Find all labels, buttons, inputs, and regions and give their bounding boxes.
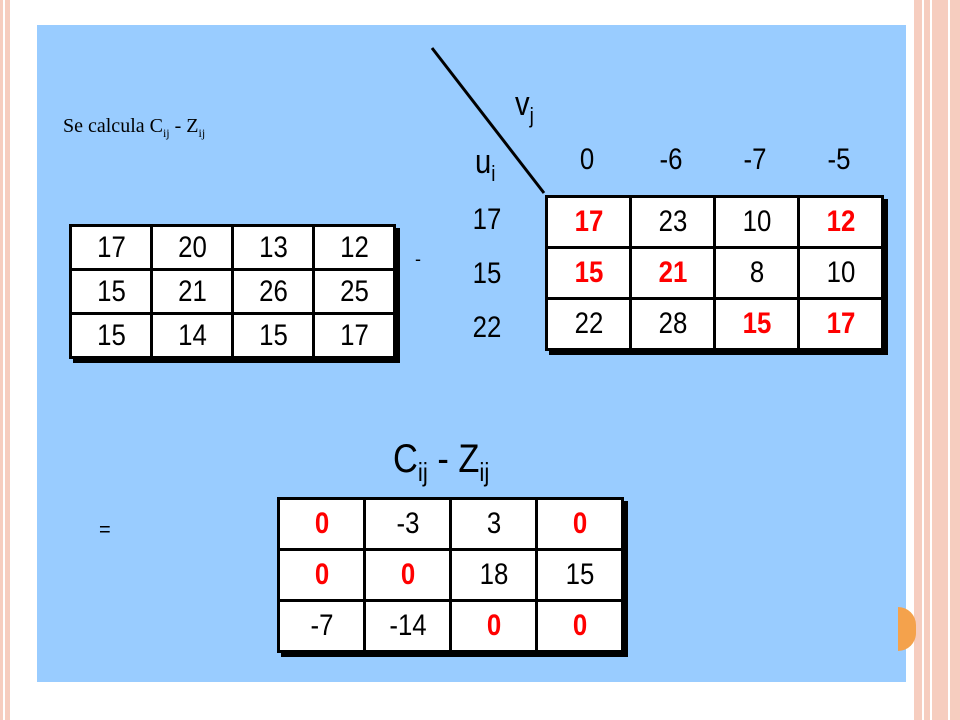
v-value: -6 bbox=[659, 143, 683, 176]
result-cell: 18 bbox=[455, 548, 532, 602]
z-cell: 17 bbox=[803, 297, 878, 351]
heading-sub-2: ij bbox=[198, 126, 206, 140]
result-title-sub-2: ij bbox=[479, 457, 490, 487]
heading-mid: - Z bbox=[169, 115, 199, 137]
u-value: 17 bbox=[472, 203, 502, 236]
result-cell: 0 bbox=[283, 548, 360, 602]
minus-operator: - bbox=[415, 249, 421, 269]
cost-cell: 14 bbox=[155, 312, 229, 359]
z-cell: 17 bbox=[551, 195, 626, 249]
v-label-sub: j bbox=[529, 102, 534, 128]
z-cell: 10 bbox=[803, 246, 878, 300]
cost-cell: 13 bbox=[236, 224, 310, 271]
result-title-c: C bbox=[393, 437, 418, 481]
z-cell: 12 bbox=[803, 195, 878, 249]
cost-cell: 26 bbox=[236, 268, 310, 315]
u-label: ui bbox=[475, 143, 495, 187]
result-cell: 0 bbox=[541, 599, 618, 653]
v-label: vj bbox=[515, 85, 534, 129]
v-value: -7 bbox=[743, 143, 767, 176]
cost-cell: 21 bbox=[155, 268, 229, 315]
result-cell: 15 bbox=[541, 548, 618, 602]
u-label-sub: i bbox=[491, 160, 496, 186]
z-cell: 10 bbox=[719, 195, 794, 249]
u-value: 22 bbox=[472, 311, 502, 344]
z-cell: 15 bbox=[719, 297, 794, 351]
cost-cell: 17 bbox=[317, 312, 391, 359]
right-decorative-border bbox=[914, 0, 960, 720]
result-cell: 3 bbox=[455, 497, 532, 551]
cost-cell: 20 bbox=[155, 224, 229, 271]
heading-prefix: Se calcula C bbox=[63, 115, 163, 137]
cost-cell: 17 bbox=[74, 224, 148, 271]
border-stripe bbox=[948, 0, 950, 720]
u-label-base: u bbox=[475, 143, 492, 181]
border-stripe bbox=[922, 0, 924, 720]
z-cell: 21 bbox=[635, 246, 710, 300]
result-title-mid: - Z bbox=[427, 437, 480, 481]
result-cell: -14 bbox=[369, 599, 446, 653]
result-cell: 0 bbox=[283, 497, 360, 551]
left-decorative-border bbox=[0, 0, 10, 720]
result-cell: -7 bbox=[283, 599, 360, 653]
heading-sub-1: ij bbox=[162, 126, 170, 140]
u-value: 15 bbox=[472, 257, 502, 290]
calc-heading: Se calcula Cij - Zij bbox=[63, 115, 205, 141]
result-title-sub-1: ij bbox=[417, 457, 428, 487]
decorative-dot bbox=[898, 607, 916, 651]
cost-cell: 25 bbox=[317, 268, 391, 315]
cost-cell: 15 bbox=[74, 312, 148, 359]
z-cell: 15 bbox=[551, 246, 626, 300]
result-cell: 0 bbox=[541, 497, 618, 551]
equals-operator: = bbox=[99, 519, 111, 541]
v-label-base: v bbox=[515, 85, 530, 123]
diagonal-separator bbox=[430, 47, 546, 194]
z-cell: 22 bbox=[551, 297, 626, 351]
result-cell: 0 bbox=[455, 599, 532, 653]
z-cell: 23 bbox=[635, 195, 710, 249]
z-cell: 28 bbox=[635, 297, 710, 351]
cost-cell: 15 bbox=[236, 312, 310, 359]
result-cell: -3 bbox=[369, 497, 446, 551]
v-value: -5 bbox=[827, 143, 851, 176]
result-cell: 0 bbox=[369, 548, 446, 602]
result-title: Cij - Zij bbox=[393, 437, 489, 488]
cost-cell: 15 bbox=[74, 268, 148, 315]
z-cell: 8 bbox=[719, 246, 794, 300]
v-value: 0 bbox=[579, 143, 595, 176]
border-stripe bbox=[930, 0, 932, 720]
cost-cell: 12 bbox=[317, 224, 391, 271]
